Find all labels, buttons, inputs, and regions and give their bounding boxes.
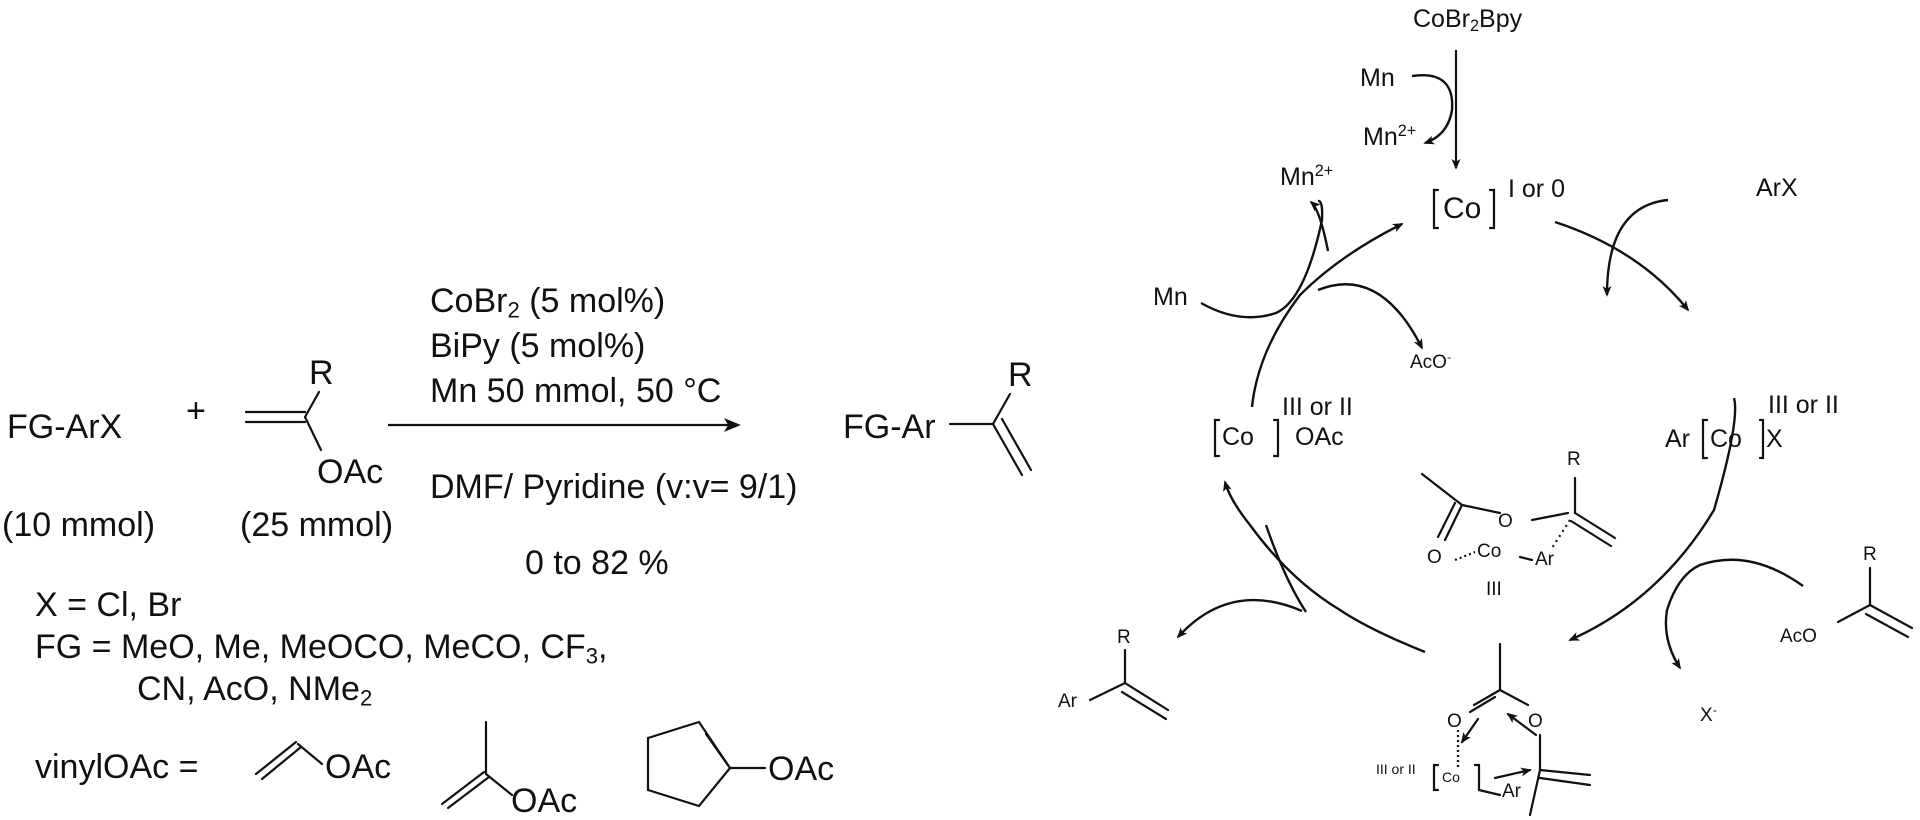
- fg-definition-line1: FG = MeO, Me, MeOCO, MeCO, CF3,: [35, 628, 608, 669]
- co-oac-oxidation-state: III or II: [1282, 393, 1353, 421]
- vinyl-oac-label: OAc: [317, 453, 384, 491]
- product-r-label: R: [1008, 356, 1033, 394]
- cycle-product-structure: [1088, 648, 1170, 721]
- product-out-arrow: [1176, 598, 1303, 639]
- ar-co-x-ar: Ar: [1665, 425, 1690, 453]
- ar-co-x-oxidation-state: III or II: [1768, 391, 1839, 419]
- ts-o-right: O: [1528, 711, 1543, 732]
- bond-to-r: [303, 390, 321, 419]
- fg-definition-line2: CN, AcO, NMe2: [137, 670, 373, 711]
- vinyl-example-1-oac: OAc: [325, 748, 392, 786]
- ts-ar: Ar: [1502, 781, 1521, 802]
- condition-solvent: DMF/ Pyridine (v:v= 9/1): [430, 468, 798, 506]
- ts-oxidation-state: III or II: [1376, 761, 1416, 777]
- co-oac-oac: OAc: [1295, 423, 1344, 451]
- plus-sign: +: [186, 392, 206, 430]
- intermediate-ar: Ar: [1535, 549, 1554, 570]
- bond-c-r: [991, 392, 1012, 426]
- regen-mn-label: Mn: [1153, 283, 1188, 311]
- isopropenyl-acetate-example: [440, 720, 514, 810]
- transition-state-structure: [1432, 642, 1592, 817]
- intermediate-oxidation-label: III: [1486, 579, 1502, 600]
- ts-o-left: O: [1447, 711, 1462, 732]
- vinyl-example-3-oac: OAc: [768, 750, 835, 788]
- aryl-halide-amount: (10 mmol): [2, 506, 156, 544]
- condition-ligand: BiPy (5 mol%): [430, 327, 646, 365]
- cycle-arc-product-release: [1223, 480, 1426, 654]
- yield-range: 0 to 82 %: [525, 544, 669, 582]
- double-bond-line-b: [1000, 417, 1033, 472]
- ts-co: Co: [1442, 769, 1460, 785]
- cycle-arc-reduction: [1250, 222, 1404, 408]
- vinyl-r-label: R: [309, 354, 334, 392]
- product-branch-line: [1264, 524, 1308, 613]
- regen-mn2-label: Mn2+: [1280, 162, 1334, 191]
- intermediate-o-ester: O: [1498, 511, 1513, 532]
- vinyl-oac-definition-label: vinylOAc =: [35, 748, 199, 786]
- cycle-product-ar: Ar: [1058, 691, 1077, 712]
- condition-reductant-temp: Mn 50 mmol, 50 °C: [430, 372, 722, 410]
- vinyl-acetate-example: [254, 740, 324, 781]
- cyclopentenyl-acetate-example: [646, 720, 767, 808]
- co-oac-brackets: [1213, 418, 1280, 458]
- arx-in-arrow: [1602, 198, 1669, 297]
- mn-in-arrow: [1200, 199, 1324, 319]
- co-low-label: Co: [1443, 192, 1482, 225]
- intermediate-r: R: [1567, 449, 1581, 470]
- activation-mn2-label: Mn2+: [1363, 122, 1417, 151]
- aryl-halide-label: FG-ArX: [7, 408, 123, 446]
- product-structure: [948, 392, 1033, 477]
- intermediate-co: Co: [1477, 541, 1502, 562]
- mn2-out-arrow: [1309, 200, 1330, 252]
- co-low-brackets: [1432, 188, 1496, 230]
- vinyl-in-halide-out-arrow: [1664, 558, 1804, 670]
- cycle-arc-vinyl-insertion: [1568, 397, 1737, 642]
- double-bond-line-a: [991, 422, 1024, 477]
- ar-co-x-brackets: [1701, 418, 1765, 460]
- vinyl-amount: (25 mmol): [240, 506, 394, 544]
- x-definition: X = Cl, Br: [35, 586, 182, 624]
- arx-substrate-label: ArX: [1756, 174, 1798, 202]
- cycle-product-r: R: [1117, 627, 1131, 648]
- vinyl-example-2-oac: OAc: [511, 782, 578, 820]
- ar-co-x-x: X: [1766, 425, 1783, 453]
- vinyl-acetate-structure: [244, 390, 323, 452]
- bond-to-oac: [303, 415, 323, 452]
- activation-mn-label: Mn: [1360, 64, 1395, 92]
- precatalyst-label: CoBr2Bpy: [1413, 5, 1523, 36]
- ar-co-x-co: Co: [1710, 425, 1742, 453]
- co-low-oxidation-state: I or 0: [1508, 175, 1565, 203]
- mn-reduction-arrow: [1411, 74, 1454, 145]
- product-label: FG-Ar: [843, 408, 936, 446]
- acetate-out-arrow: [1317, 283, 1424, 350]
- condition-catalyst: CoBr2 (5 mol%): [430, 282, 666, 323]
- chelate-intermediate-structure: [1420, 472, 1617, 562]
- incoming-vinyl-aco: AcO: [1780, 626, 1817, 647]
- incoming-vinyl-acetate-structure: [1836, 566, 1914, 639]
- acetate-out-label: AcO-: [1410, 350, 1452, 373]
- cycle-arc-oxidative-addition: [1554, 220, 1690, 312]
- intermediate-o-carbonyl: O: [1427, 547, 1442, 568]
- incoming-vinyl-r: R: [1863, 544, 1877, 565]
- co-oac-co: Co: [1222, 423, 1254, 451]
- halide-out-label: X-: [1700, 703, 1717, 726]
